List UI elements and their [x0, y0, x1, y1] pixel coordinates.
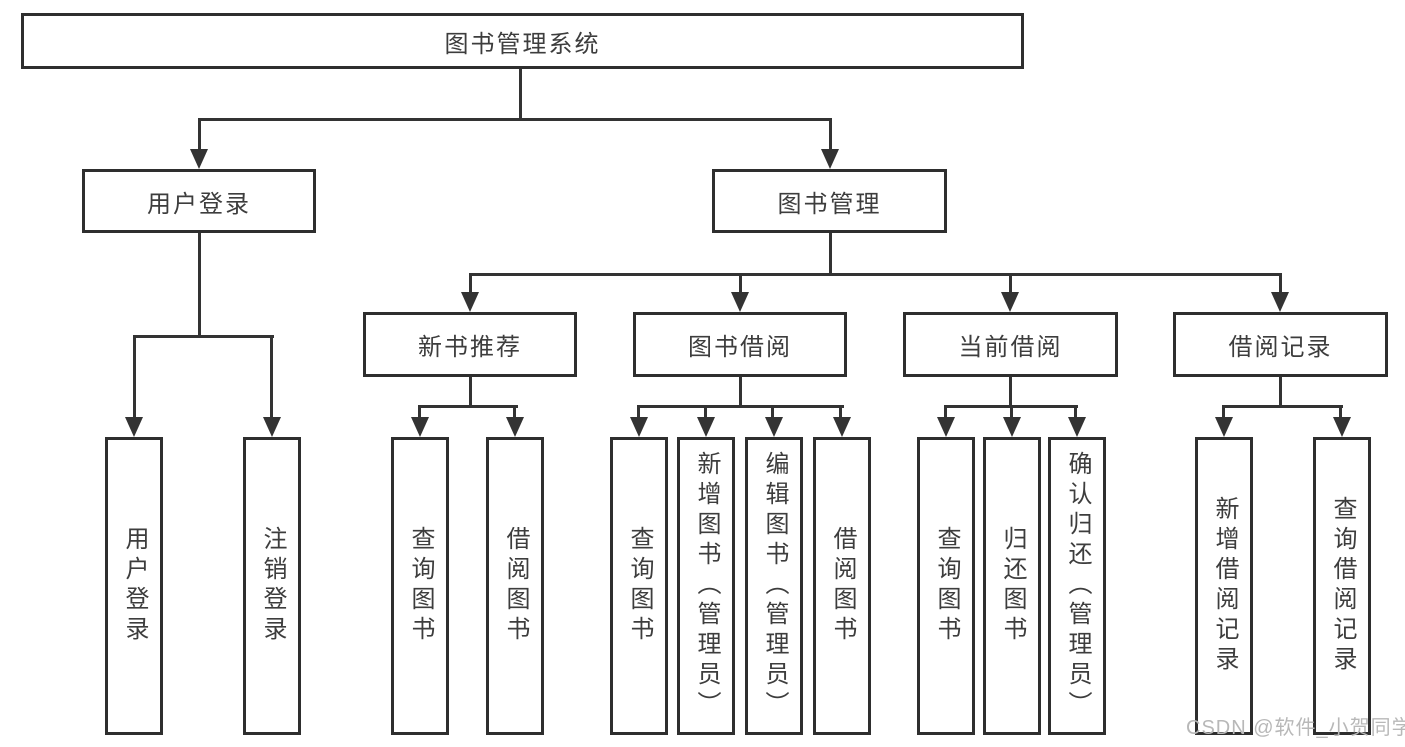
leaf-borrow-books-borrowing: 借阅图书 [813, 437, 871, 735]
arrowhead-down-icon [1215, 417, 1233, 437]
node-book-borrowing-label: 图书借阅 [688, 334, 792, 361]
leaf-logout-label: 注销登录 [259, 526, 286, 646]
arrowhead-down-icon [1001, 292, 1019, 312]
arrowhead-down-icon [1271, 292, 1289, 312]
leaf-query-books-recommend: 查询图书 [391, 437, 449, 735]
connector-line [704, 405, 707, 419]
connector-line [944, 405, 947, 419]
connector-line [1010, 405, 1013, 419]
connector-line [513, 405, 516, 419]
connector-line [739, 273, 742, 294]
connector-line [198, 118, 832, 121]
leaf-add-borrow-record-label: 新增借阅记录 [1211, 496, 1238, 676]
connector-line [469, 273, 472, 294]
node-book-management: 图书管理 [712, 169, 947, 233]
node-borrow-records: 借阅记录 [1173, 312, 1388, 377]
arrowhead-down-icon [821, 149, 839, 169]
connector-line [198, 118, 201, 150]
arrowhead-down-icon [461, 292, 479, 312]
connector-line [637, 405, 844, 408]
leaf-query-books-current: 查询图书 [917, 437, 975, 735]
leaf-add-book-admin: 新增图书（管理员） [677, 437, 735, 735]
connector-line [198, 233, 201, 337]
node-root: 图书管理系统 [21, 13, 1024, 69]
csdn-watermark: CSDN @软件_小贺同学 [1186, 717, 1405, 739]
node-user-login: 用户登录 [82, 169, 316, 233]
connector-line [418, 405, 421, 419]
connector-line [637, 405, 640, 419]
connector-line [519, 69, 522, 118]
arrowhead-down-icon [263, 417, 281, 437]
arrowhead-down-icon [630, 417, 648, 437]
connector-line [1222, 405, 1343, 408]
connector-line [829, 233, 832, 275]
arrowhead-down-icon [1068, 417, 1086, 437]
connector-line [829, 118, 832, 150]
leaf-query-books-borrowing-label: 查询图书 [626, 526, 653, 646]
connector-line [270, 335, 273, 419]
leaf-borrow-books-recommend: 借阅图书 [486, 437, 544, 735]
arrowhead-down-icon [833, 417, 851, 437]
leaf-query-borrow-record: 查询借阅记录 [1313, 437, 1371, 735]
leaf-edit-book-admin: 编辑图书（管理员） [745, 437, 803, 735]
leaf-edit-book-admin-label: 编辑图书（管理员） [761, 451, 788, 721]
connector-line [418, 405, 518, 408]
leaf-return-book-label: 归还图书 [999, 526, 1026, 646]
connector-line [1222, 405, 1225, 419]
leaf-user-login-label: 用户登录 [121, 526, 148, 646]
arrowhead-down-icon [765, 417, 783, 437]
leaf-logout: 注销登录 [243, 437, 301, 735]
leaf-confirm-return-admin-label: 确认归还（管理员） [1064, 451, 1091, 721]
leaf-query-borrow-record-label: 查询借阅记录 [1329, 496, 1356, 676]
leaf-borrow-books-recommend-label: 借阅图书 [502, 526, 529, 646]
node-book-management-label: 图书管理 [777, 190, 882, 218]
connector-line [469, 377, 472, 407]
node-current-borrowing: 当前借阅 [903, 312, 1118, 377]
leaf-add-book-admin-label: 新增图书（管理员） [693, 451, 720, 721]
arrowhead-down-icon [1003, 417, 1021, 437]
leaf-query-books-borrowing: 查询图书 [610, 437, 668, 735]
leaf-borrow-books-borrowing-label: 借阅图书 [829, 526, 856, 646]
node-book-borrowing: 图书借阅 [633, 312, 847, 377]
node-new-book-recommend-label: 新书推荐 [418, 334, 522, 361]
arrowhead-down-icon [411, 417, 429, 437]
connector-line [739, 377, 742, 407]
leaf-user-login: 用户登录 [105, 437, 163, 735]
connector-line [1339, 405, 1342, 419]
leaf-confirm-return-admin: 确认归还（管理员） [1048, 437, 1106, 735]
connector-line [1279, 377, 1282, 407]
node-root-label: 图书管理系统 [444, 30, 601, 58]
arrowhead-down-icon [697, 417, 715, 437]
connector-line [469, 273, 1282, 276]
leaf-query-books-recommend-label: 查询图书 [407, 526, 434, 646]
connector-line [133, 335, 136, 419]
arrowhead-down-icon [1333, 417, 1351, 437]
node-new-book-recommend: 新书推荐 [363, 312, 577, 377]
node-borrow-records-label: 借阅记录 [1228, 334, 1333, 361]
arrowhead-down-icon [506, 417, 524, 437]
arrowhead-down-icon [937, 417, 955, 437]
connector-line [1279, 273, 1282, 294]
leaf-add-borrow-record: 新增借阅记录 [1195, 437, 1253, 735]
node-current-borrowing-label: 当前借阅 [958, 334, 1063, 361]
connector-line [133, 335, 274, 338]
arrowhead-down-icon [731, 292, 749, 312]
connector-line [1009, 273, 1012, 294]
leaf-return-book: 归还图书 [983, 437, 1041, 735]
arrowhead-down-icon [125, 417, 143, 437]
leaf-query-books-current-label: 查询图书 [933, 526, 960, 646]
arrowhead-down-icon [190, 149, 208, 169]
connector-line [1074, 405, 1077, 419]
connector-line [1009, 377, 1012, 407]
node-user-login-label: 用户登录 [147, 190, 251, 218]
connector-line [839, 405, 842, 419]
connector-line [771, 405, 774, 419]
